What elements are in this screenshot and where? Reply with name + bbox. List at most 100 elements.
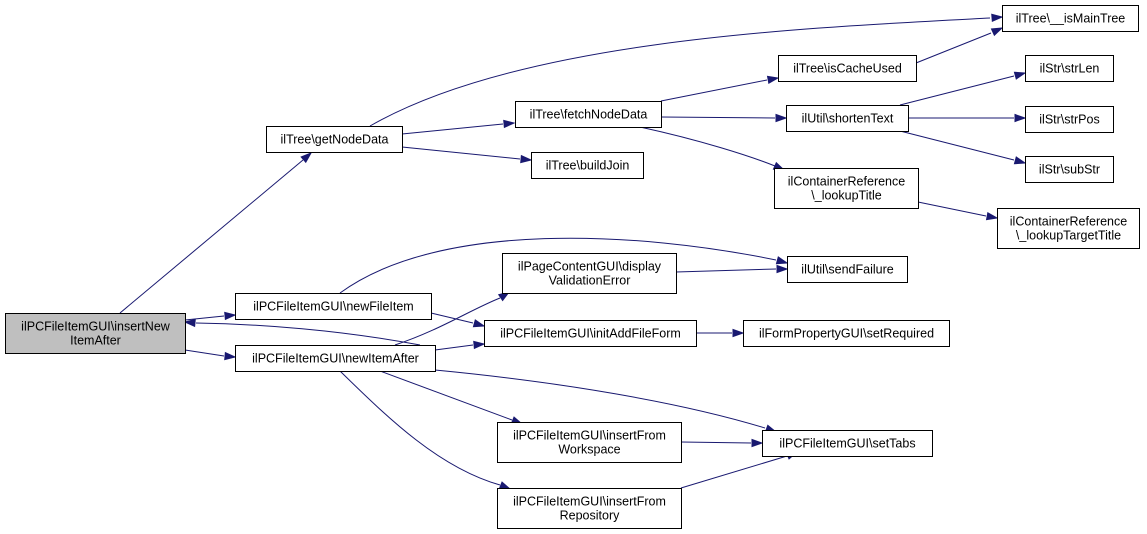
node-box[interactable] <box>235 345 436 372</box>
node-lookupTargetTitle[interactable]: ilContainerReference\_lookupTargetTitle <box>997 208 1140 249</box>
edge-arrowhead <box>766 75 780 85</box>
node-label: ilPageContentGUI\display <box>518 260 662 274</box>
edge-getNodeData-to-buildJoin <box>401 146 533 164</box>
edge-arrowhead <box>991 13 1004 23</box>
node-lookupTitle[interactable]: ilContainerReference\_lookupTitle <box>774 168 919 209</box>
edge-line <box>899 130 1015 161</box>
edge-displayValidationError-to-sendFailure <box>675 264 789 274</box>
edge-arrowhead <box>1014 113 1027 123</box>
node-box[interactable] <box>786 105 909 132</box>
node-box[interactable] <box>515 101 662 128</box>
edge-getNodeData-to-isMainTree <box>369 13 1004 127</box>
node-label: Repository <box>560 509 620 523</box>
node-box[interactable] <box>502 253 677 294</box>
edge-insertNewItemAfter-to-getNodeData <box>119 152 313 314</box>
node-label: ilStr\strLen <box>1040 62 1100 76</box>
node-box[interactable] <box>531 152 644 179</box>
node-shortenText[interactable]: ilUtil\shortenText <box>786 105 909 132</box>
node-label: \_lookupTargetTitle <box>1016 229 1121 243</box>
edge-line <box>680 455 788 489</box>
edge-line <box>660 79 768 102</box>
node-setTabs[interactable]: ilPCFileItemGUI\setTabs <box>762 430 933 457</box>
node-box[interactable] <box>1025 55 1114 82</box>
node-strLen[interactable]: ilStr\strLen <box>1025 55 1114 82</box>
node-box[interactable] <box>484 320 697 347</box>
node-box[interactable] <box>266 126 403 153</box>
edge-arrowhead <box>498 481 512 490</box>
node-newItemAfter[interactable]: ilPCFileItemGUI\newItemAfter <box>235 345 436 372</box>
edge-line <box>680 441 752 444</box>
edge-arrowhead <box>751 438 764 448</box>
node-label: ItemAfter <box>70 334 121 348</box>
edge-line <box>639 126 776 167</box>
node-box[interactable] <box>743 320 950 347</box>
node-box[interactable] <box>235 293 432 320</box>
edge-isCacheUsed-to-isMainTree <box>915 27 1004 64</box>
edge-shortenText-to-strLen <box>899 71 1027 106</box>
node-box[interactable] <box>762 430 933 457</box>
node-box[interactable] <box>1025 156 1114 183</box>
edge-line <box>675 268 777 273</box>
edge-arrowhead <box>473 340 486 350</box>
edge-line <box>401 123 504 135</box>
node-label: ilTree\getNodeData <box>281 133 389 147</box>
node-isCacheUsed[interactable]: ilTree\isCacheUsed <box>778 55 917 82</box>
edge-line <box>195 322 421 346</box>
edge-insertFromRepository-to-setTabs <box>680 451 799 489</box>
node-buildJoin[interactable]: ilTree\buildJoin <box>531 152 644 179</box>
edges-layer <box>119 13 1027 490</box>
node-newFileItem[interactable]: ilPCFileItemGUI\newFileItem <box>235 293 432 320</box>
node-box[interactable] <box>497 422 682 463</box>
node-sendFailure[interactable]: ilUtil\sendFailure <box>787 256 908 283</box>
edge-newItemAfter-to-insertFromRepository <box>339 370 512 490</box>
edge-fetchNodeData-to-shortenText <box>660 113 788 123</box>
node-getNodeData[interactable]: ilTree\getNodeData <box>266 126 403 153</box>
edge-initAddFileForm-to-setRequired <box>696 328 745 338</box>
node-setRequired[interactable]: ilFormPropertyGUI\setRequired <box>743 320 950 347</box>
node-label: ilPCFileItemGUI\newFileItem <box>253 300 413 314</box>
edge-newFileItem-to-sendFailure <box>339 237 789 294</box>
node-box[interactable] <box>997 208 1140 249</box>
edge-newItemAfter-to-insertNewItemAfter <box>183 318 421 346</box>
node-box[interactable] <box>787 256 908 283</box>
node-label: ilTree\buildJoin <box>546 159 630 173</box>
node-label: Workspace <box>558 443 620 457</box>
node-label: ilStr\subStr <box>1039 163 1100 177</box>
edge-line <box>899 75 1015 106</box>
edge-lookupTitle-to-lookupTargetTitle <box>917 201 999 221</box>
edge-arrowhead <box>732 328 745 338</box>
node-label: \_lookupTitle <box>811 189 881 203</box>
edge-arrowhead <box>775 256 789 265</box>
node-subStr[interactable]: ilStr\subStr <box>1025 156 1114 183</box>
edge-line <box>394 297 501 346</box>
node-box[interactable] <box>1025 106 1114 133</box>
node-label: ValidationError <box>549 274 631 288</box>
edge-newFileItem-to-initAddFileForm <box>430 312 486 328</box>
node-strPos[interactable]: ilStr\strPos <box>1025 106 1114 133</box>
node-initAddFileForm[interactable]: ilPCFileItemGUI\initAddFileForm <box>484 320 697 347</box>
edge-line <box>430 312 474 324</box>
edge-arrowhead <box>1013 156 1027 165</box>
edge-line <box>917 201 987 217</box>
node-label: ilPCFileItemGUI\insertFrom <box>513 429 666 443</box>
edge-arrowhead <box>775 113 788 123</box>
node-box[interactable] <box>778 55 917 82</box>
edge-insertNewItemAfter-to-newItemAfter <box>184 349 237 361</box>
node-fetchNodeData[interactable]: ilTree\fetchNodeData <box>515 101 662 128</box>
node-label: ilTree\fetchNodeData <box>530 108 648 122</box>
edge-shortenText-to-subStr <box>899 130 1027 165</box>
node-isMainTree[interactable]: ilTree\__isMainTree <box>1002 5 1139 32</box>
node-label: ilTree\__isMainTree <box>1016 12 1126 26</box>
node-box[interactable] <box>1002 5 1139 32</box>
node-label: ilTree\isCacheUsed <box>793 62 902 76</box>
node-box[interactable] <box>5 313 186 354</box>
node-box[interactable] <box>497 488 682 529</box>
edge-getNodeData-to-fetchNodeData <box>401 119 516 135</box>
node-box[interactable] <box>774 168 919 209</box>
